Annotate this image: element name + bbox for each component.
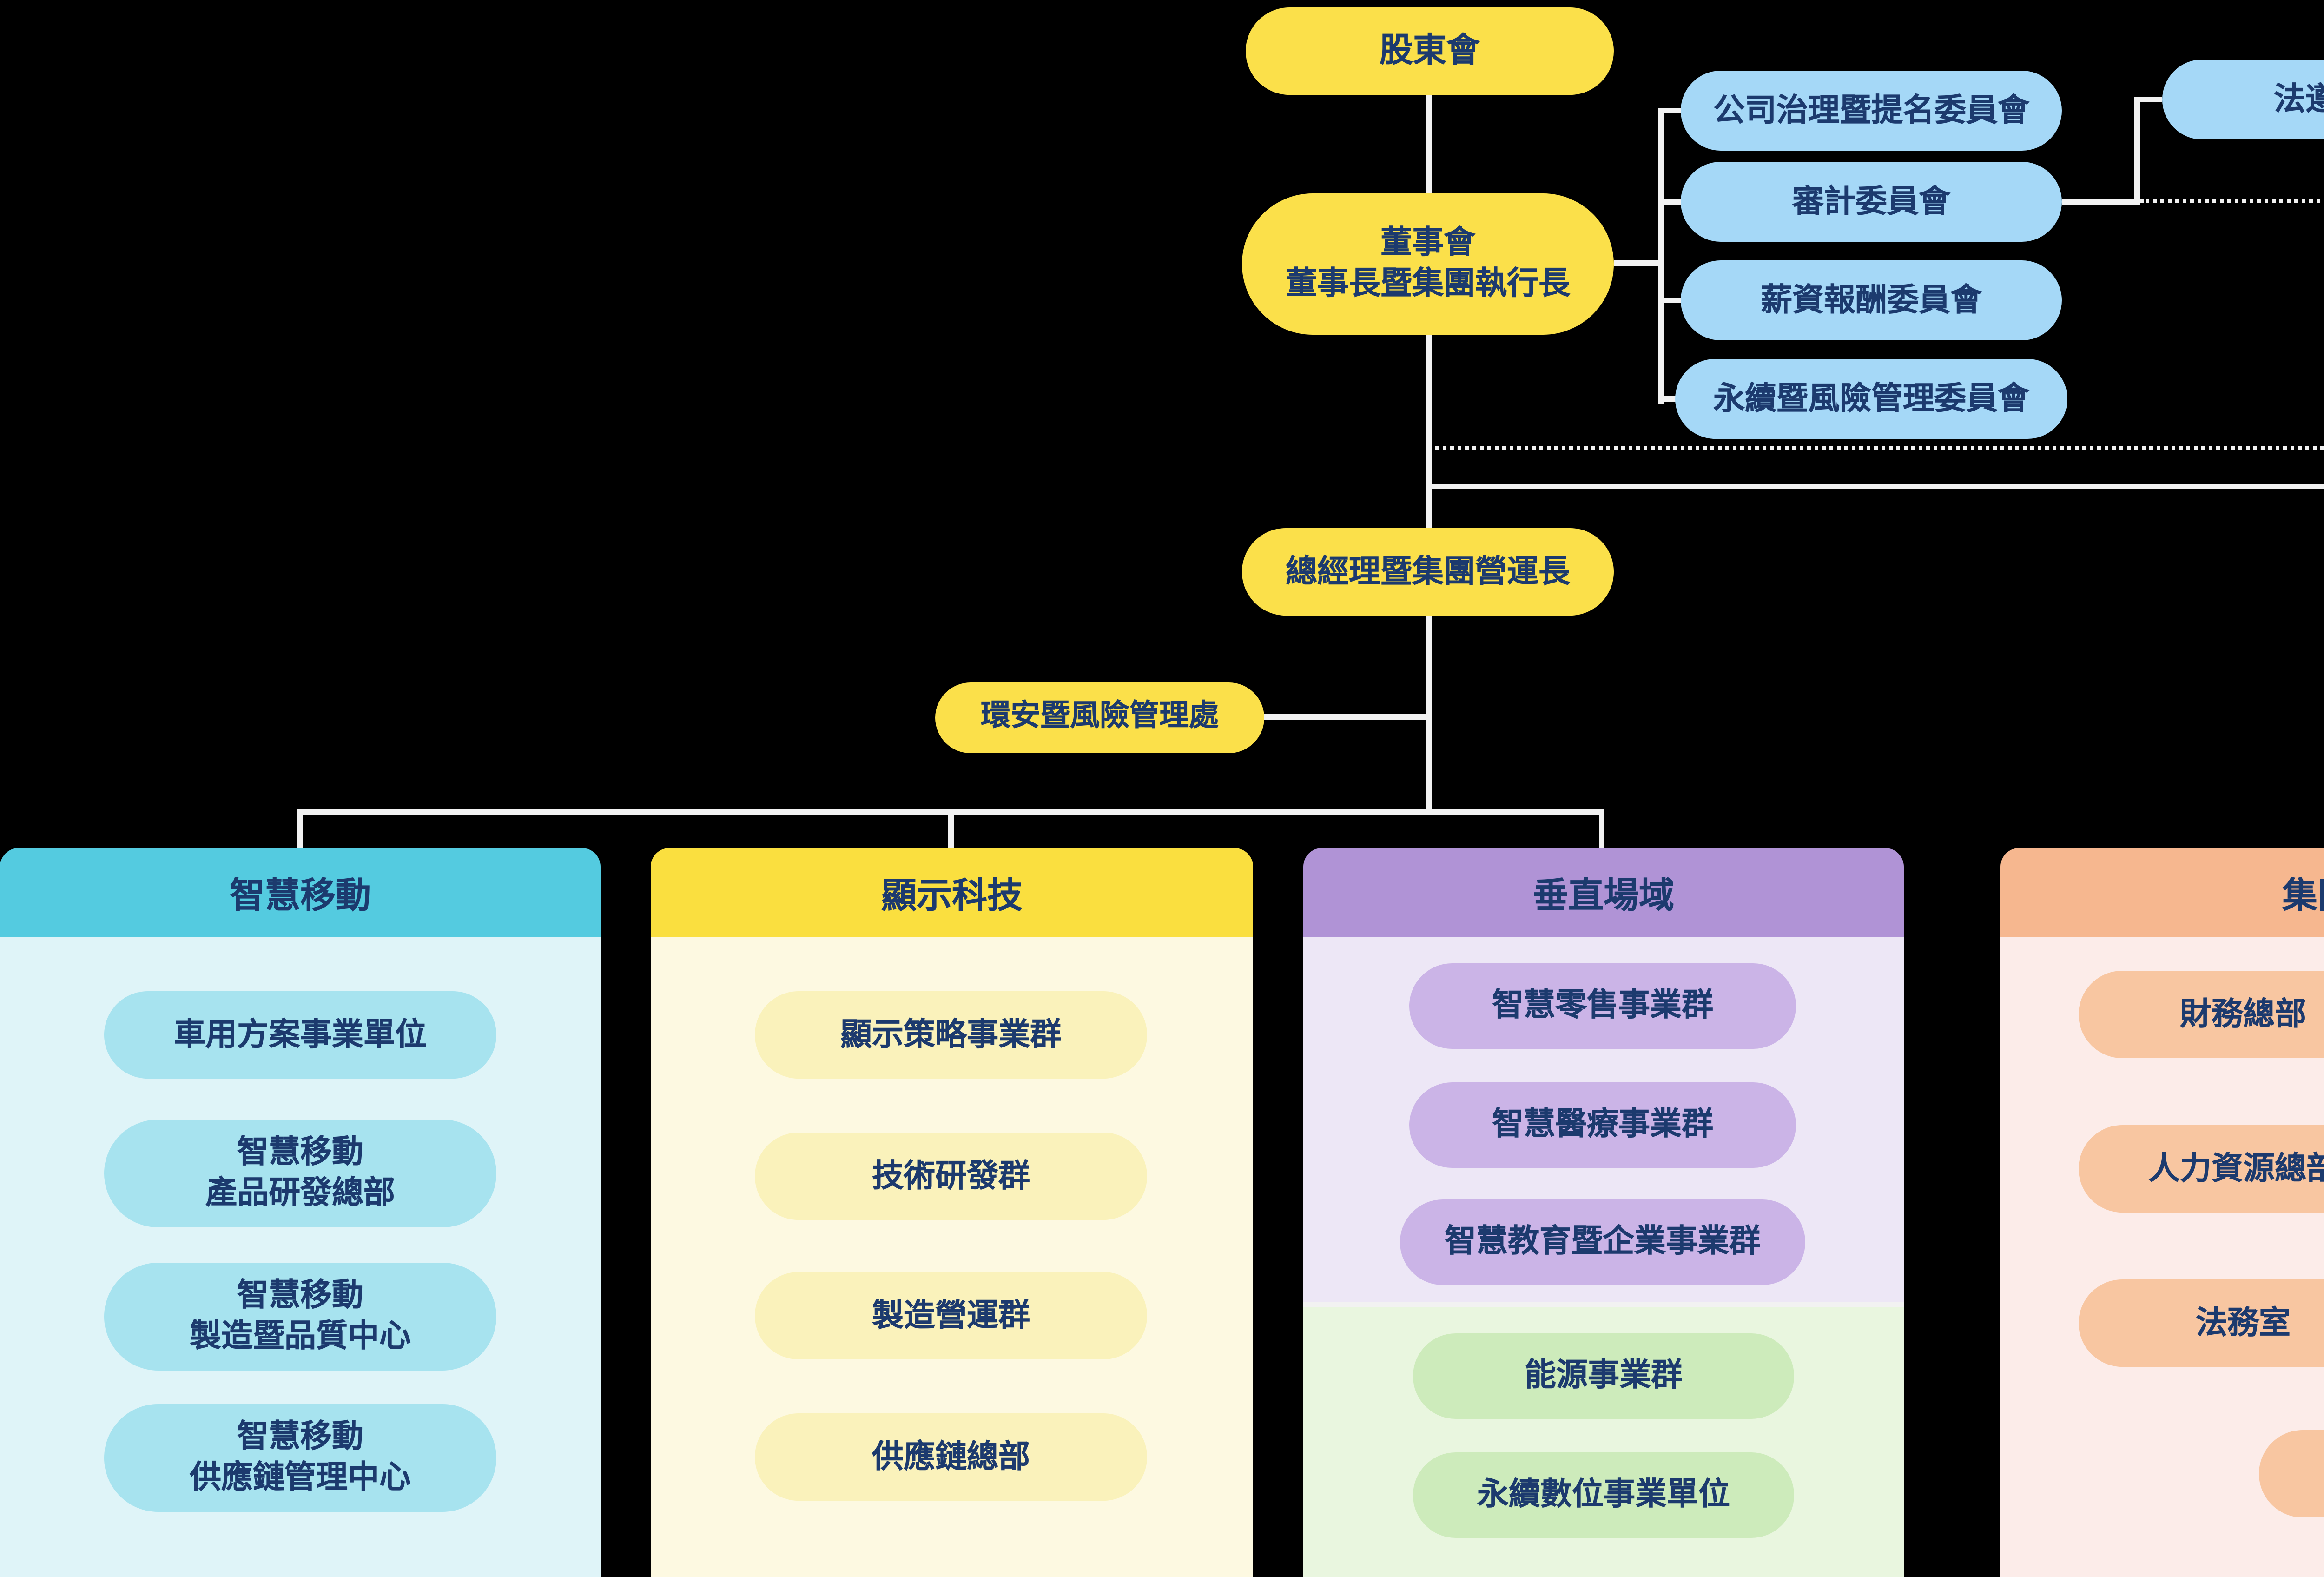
node-esh-risk-office: 環安暨風險管理處 xyxy=(935,682,1264,753)
org-node-tech-rd-group: 技術研發群 xyxy=(755,1133,1147,1220)
org-node-smart-retail: 智慧零售事業群 xyxy=(1409,963,1796,1049)
org-node-display-strategy: 顯示策略事業群 xyxy=(755,991,1147,1079)
connector-audit-riser-h xyxy=(2062,199,2140,205)
panel-display-tech-header: 顯示科技 xyxy=(651,848,1253,937)
org-node-automotive-solutions: 車用方案事業單位 xyxy=(104,991,496,1079)
org-node-mobility-rd-hq: 智慧移動 產品研發總部 xyxy=(104,1120,496,1227)
connector-shareholders-board xyxy=(1426,95,1432,195)
node-shareholders-meeting: 股東會 xyxy=(1246,7,1614,95)
org-node-supply-chain-hq: 供應鏈總部 xyxy=(755,1413,1147,1501)
org-node-smart-healthcare: 智慧醫療事業群 xyxy=(1409,1082,1796,1168)
connector-president-down xyxy=(1426,616,1432,815)
node-president-coo: 總經理暨集團營運長 xyxy=(1242,528,1614,616)
connector-panel3-drop xyxy=(1599,809,1604,848)
node-committee-sustainability-risk: 永續暨風險管理委員會 xyxy=(1675,359,2067,439)
connector-riser-compliance xyxy=(2134,97,2162,102)
connector-board-president xyxy=(1426,335,1432,528)
node-committee-governance-nomination: 公司治理暨提名委員會 xyxy=(1681,71,2062,151)
org-node-energy-business: 能源事業群 xyxy=(1413,1333,1794,1419)
connector-board-bracket xyxy=(1614,260,1664,266)
node-committee-audit: 審計委員會 xyxy=(1681,162,2062,242)
connector-stub-committee-1 xyxy=(1658,108,1681,113)
connector-audit-riser-v xyxy=(2134,97,2140,205)
org-node-hr-hq: 人力資源總部 xyxy=(2079,1125,2324,1213)
org-node-audit-management-office: 稽核管理處 xyxy=(2259,1430,2324,1517)
org-node-mobility-supply-chain: 智慧移動 供應鏈管理中心 xyxy=(104,1404,496,1512)
connector-bracket-vertical xyxy=(1658,108,1664,404)
connector-branch-support-h xyxy=(1426,484,2324,489)
connector-stub-committee-2 xyxy=(1658,199,1681,205)
node-committee-compensation: 薪資報酬委員會 xyxy=(1681,260,2062,340)
panel-vertical-domains-divider xyxy=(1303,1302,1904,1307)
panel-vertical-domains-header: 垂直場域 xyxy=(1303,848,1904,937)
org-node-finance-hq: 財務總部 xyxy=(2079,971,2324,1058)
connector-panel2-drop xyxy=(948,809,954,848)
dotted-audit-right xyxy=(2140,199,2324,203)
panel-smart-mobility-header: 智慧移動 xyxy=(0,848,601,937)
org-node-legal-office: 法務室 xyxy=(2079,1279,2324,1367)
connector-esh-office xyxy=(1264,714,1426,720)
org-node-manufacturing-ops: 製造營運群 xyxy=(755,1272,1147,1359)
node-chief-compliance-advisor: 法遵總顧問 xyxy=(2162,60,2324,139)
org-node-smart-education-enterprise: 智慧教育暨企業事業群 xyxy=(1400,1199,1805,1285)
connector-stub-committee-3 xyxy=(1658,298,1681,303)
org-node-mobility-mfg-quality: 智慧移動 製造暨品質中心 xyxy=(104,1263,496,1371)
dotted-compliance-to-mainline xyxy=(1426,446,2324,450)
panel-group-support-header: 集團營運支援單位 xyxy=(2000,848,2324,937)
org-node-sustainable-digital: 永續數位事業單位 xyxy=(1413,1452,1794,1538)
node-board-of-directors: 董事會 董事長暨集團執行長 xyxy=(1242,193,1614,335)
connector-panel1-drop xyxy=(297,809,303,848)
